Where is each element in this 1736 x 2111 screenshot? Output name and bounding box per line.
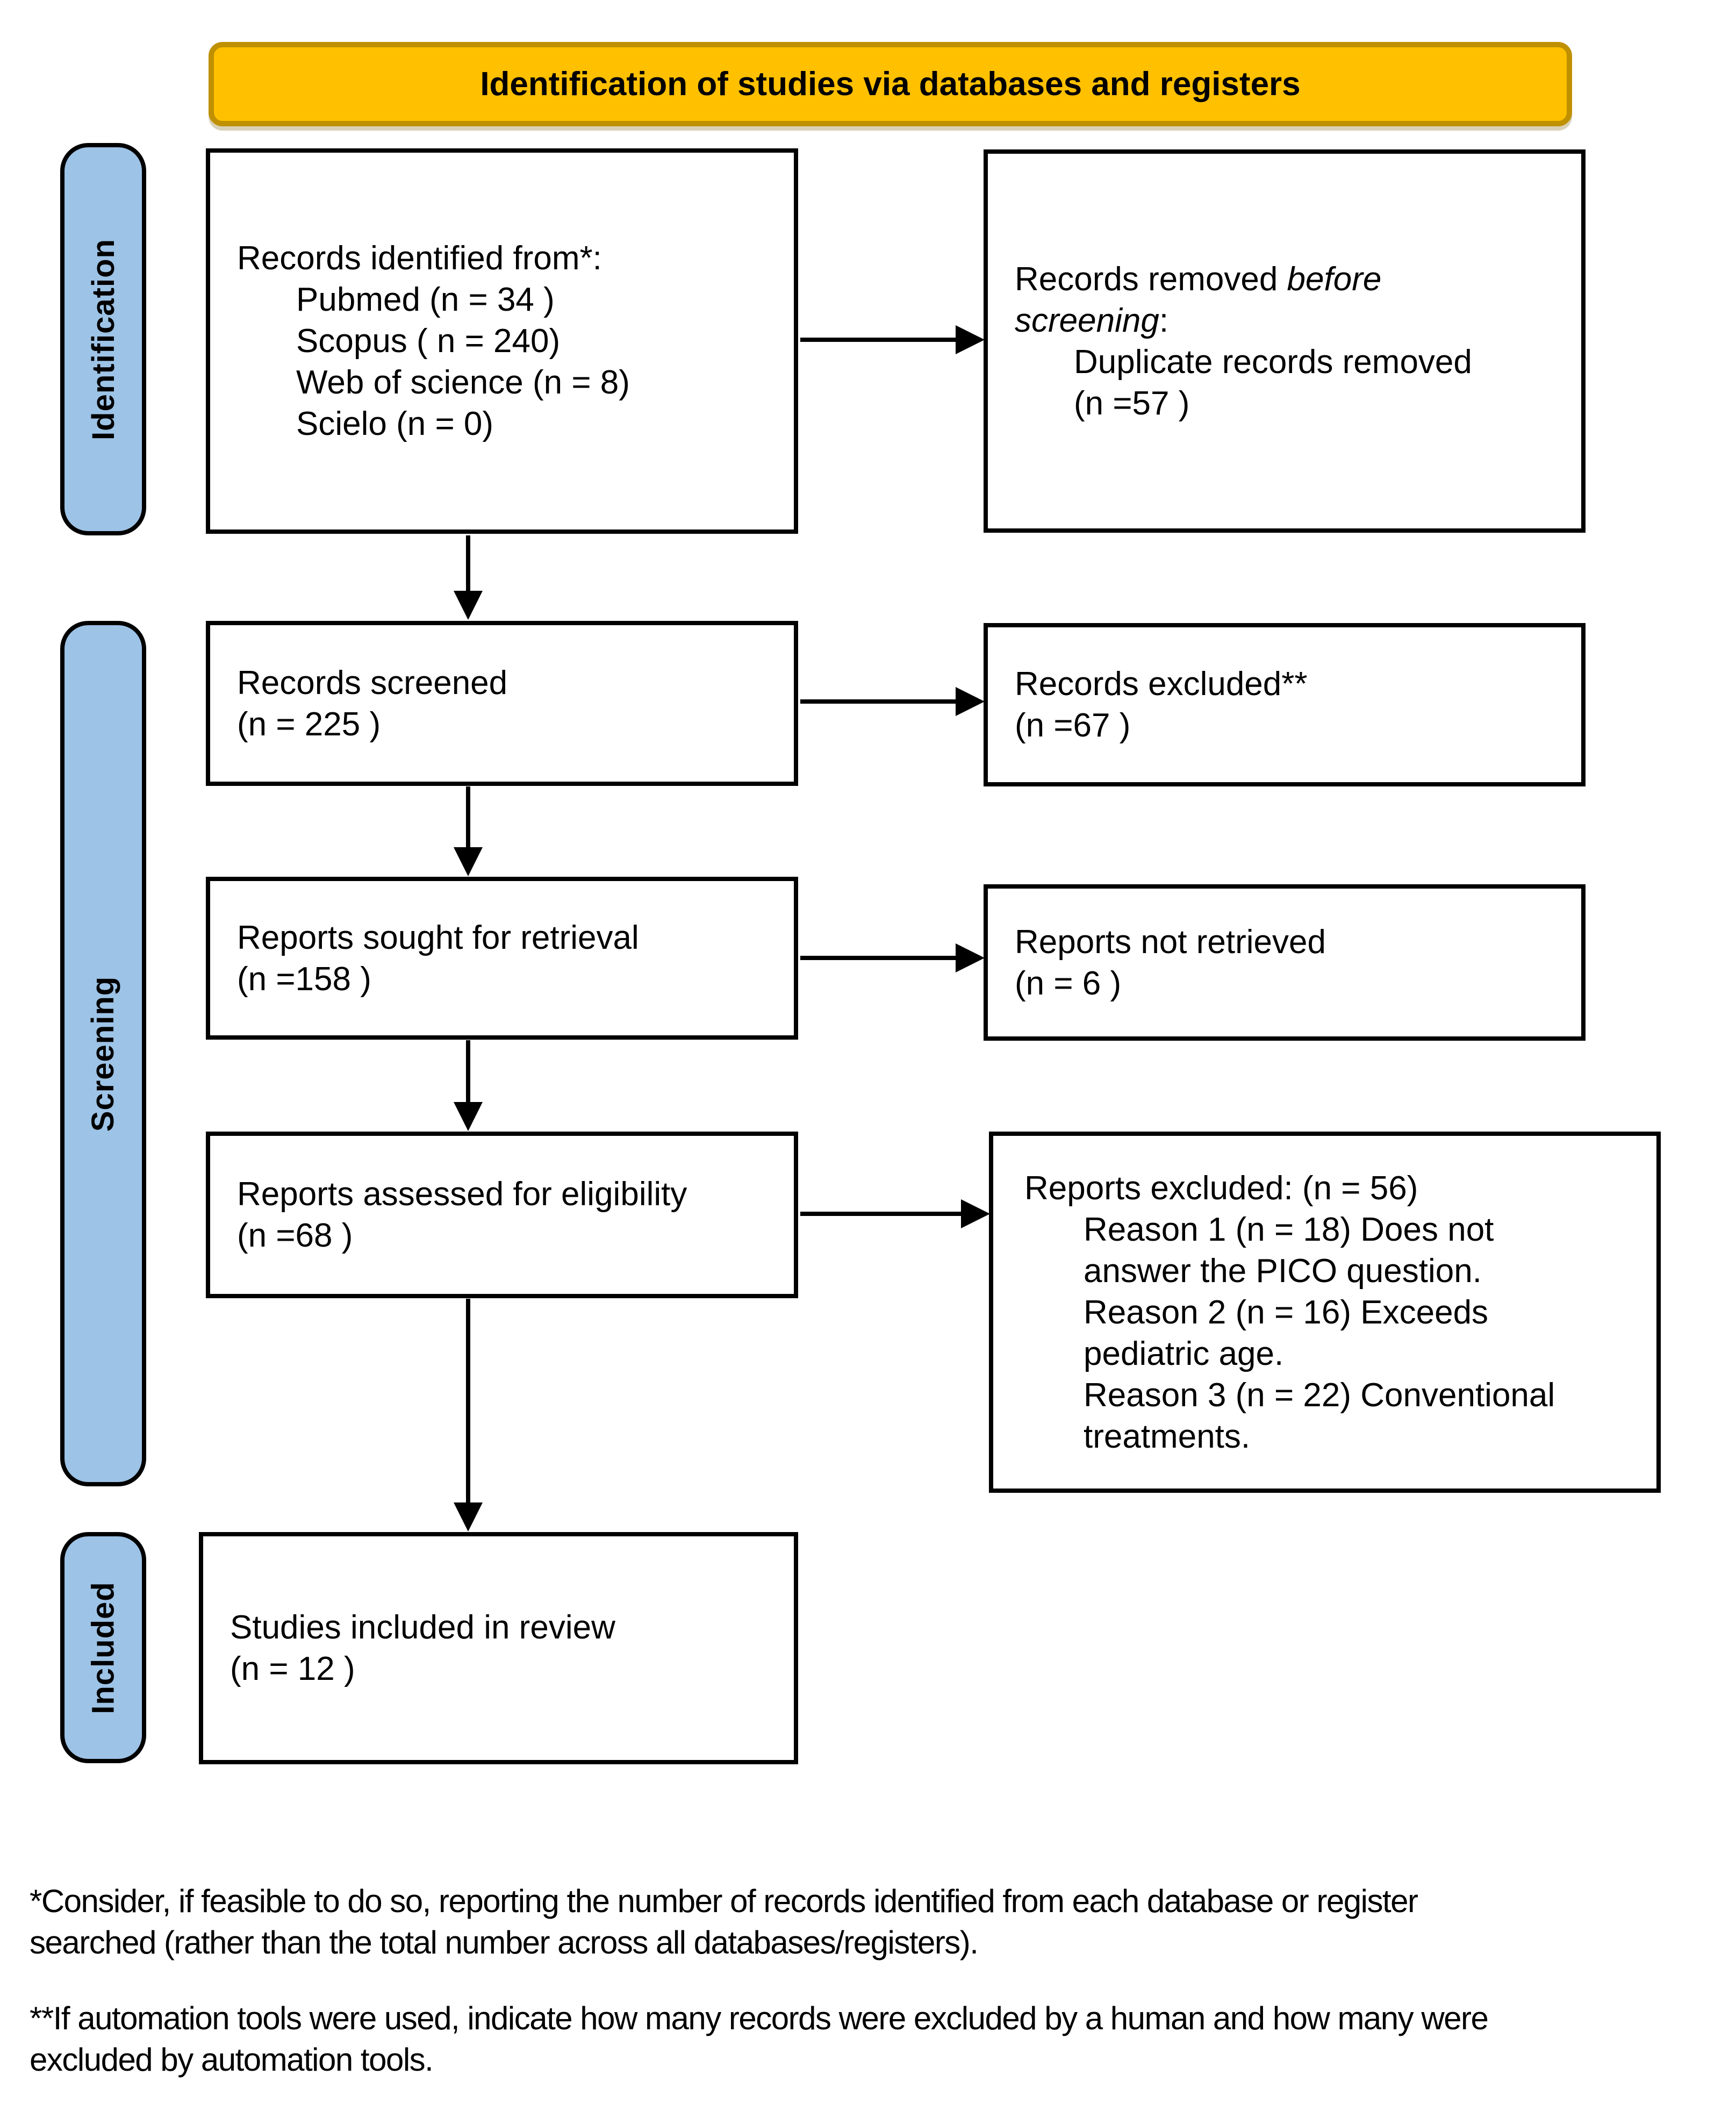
box-text-line: Records removed before — [1015, 260, 1382, 298]
flow-box-reports-assessed-for-eligibility: Reports assessed for eligibility (n =68 ) — [206, 1132, 798, 1298]
flow-box-records-removed-before-screening: Records removed before screening: Duplicat… — [984, 149, 1586, 533]
stage-label-included: Included — [60, 1532, 146, 1763]
flow-box-reports-excluded-reasons: Reports excluded: (n = 56) Reason 1 (n = … — [989, 1132, 1661, 1493]
arrow-identified-to-screened — [466, 535, 470, 591]
box-text-line: Records screened — [237, 664, 508, 702]
arrow-screened-to-excluded — [800, 699, 956, 704]
arrow-sought-to-assessed-head — [454, 1102, 483, 1131]
arrow-assessed-to-included-head — [454, 1502, 483, 1532]
banner-title: Identification of studies via databases … — [209, 42, 1572, 126]
box-text-line: (n = 225 ) — [237, 705, 381, 743]
flow-box-records-screened: Records screened(n = 225 ) — [206, 621, 798, 786]
box-text-line: Scopus ( n = 240) — [296, 323, 561, 360]
footnote-databases: *Consider, if feasible to do so, reporti… — [30, 1880, 1717, 1963]
box-text-line: Reason 1 (n = 18) Does not — [1084, 1211, 1494, 1248]
box-text-line: Reports assessed for eligibility — [237, 1176, 687, 1213]
box-text-line: (n = 12 ) — [230, 1650, 355, 1687]
stage-label-screening: Screening — [60, 621, 146, 1486]
footnote-automation-line2: excluded by automation tools. — [30, 2042, 434, 2078]
flow-box-reports-sought-for-retrieval: Reports sought for retrieval (n =158 ) — [206, 877, 798, 1040]
arrow-assessed-to-included — [466, 1299, 470, 1503]
arrow-screened-to-excluded-head — [956, 687, 985, 716]
arrow-sought-to-not-retrieved — [800, 956, 956, 960]
box-text-line: Duplicate records removed — [1074, 343, 1472, 381]
arrow-identified-to-removed — [800, 338, 956, 342]
flow-box-records-identified: Records identified from*: Pubmed (n = 34 … — [206, 148, 798, 534]
arrow-assessed-to-excluded-reasons — [800, 1212, 962, 1216]
banner-title-text: Identification of studies via databases … — [480, 66, 1301, 103]
flow-box-records-excluded: Records excluded** (n =67 ) — [984, 623, 1586, 786]
box-text-line: answer the PICO question. — [1084, 1252, 1482, 1290]
arrow-assessed-to-excluded-reasons-head — [961, 1199, 990, 1228]
box-text-line: Pubmed (n = 34 ) — [296, 281, 555, 318]
box-text-line: Reason 3 (n = 22) Conventional — [1084, 1376, 1555, 1414]
arrow-screened-to-sought — [466, 786, 470, 848]
box-text-line: Reports sought for retrieval — [237, 919, 639, 956]
stage-label-included-text: Included — [85, 1581, 121, 1714]
flow-box-reports-not-retrieved: Reports not retrieved(n = 6 ) — [984, 884, 1586, 1041]
footnote-databases-line1: *Consider, if feasible to do so, reporti… — [30, 1883, 1418, 1919]
box-text-line: (n =67 ) — [1015, 707, 1131, 744]
box-text-line: Reports excluded: (n = 56) — [1024, 1169, 1418, 1207]
arrow-identified-to-removed-head — [956, 325, 985, 354]
box-text-line: pediatric age. — [1084, 1335, 1284, 1372]
stage-label-identification: Identification — [60, 143, 146, 535]
box-text-line: Records excluded** — [1015, 665, 1308, 703]
box-text-line: treatments. — [1084, 1418, 1251, 1455]
box-text-line: (n =68 ) — [237, 1217, 353, 1254]
footnote-automation: **If automation tools were used, indicat… — [30, 1998, 1717, 2080]
box-text-line: Studies included in review — [230, 1609, 615, 1646]
arrow-sought-to-assessed — [466, 1040, 470, 1103]
footnote-databases-line2: searched (rather than the total number a… — [30, 1924, 979, 1960]
arrow-identified-to-screened-head — [454, 591, 483, 620]
box-text-line: Web of science (n = 8) — [296, 364, 630, 401]
box-text-line: (n = 6 ) — [1015, 964, 1122, 1002]
box-text-line: Records identified from*: — [237, 240, 602, 277]
box-text-line: Reports not retrieved — [1015, 923, 1326, 961]
box-text-line: (n =57 ) — [1074, 384, 1190, 422]
arrow-screened-to-sought-head — [454, 847, 483, 876]
flow-box-studies-included-in-review: Studies included in review (n = 12 ) — [199, 1532, 798, 1764]
box-text-line: (n =158 ) — [237, 960, 371, 998]
box-text-line: Reason 2 (n = 16) Exceeds — [1084, 1293, 1489, 1331]
footnote-automation-line1: **If automation tools were used, indicat… — [30, 2000, 1489, 2036]
box-text-line: Scielo (n = 0) — [296, 405, 494, 442]
stage-label-screening-text: Screening — [85, 976, 121, 1132]
arrow-sought-to-not-retrieved-head — [956, 943, 985, 972]
box-text-line: screening: — [1015, 302, 1169, 339]
stage-label-identification-text: Identification — [85, 238, 121, 440]
